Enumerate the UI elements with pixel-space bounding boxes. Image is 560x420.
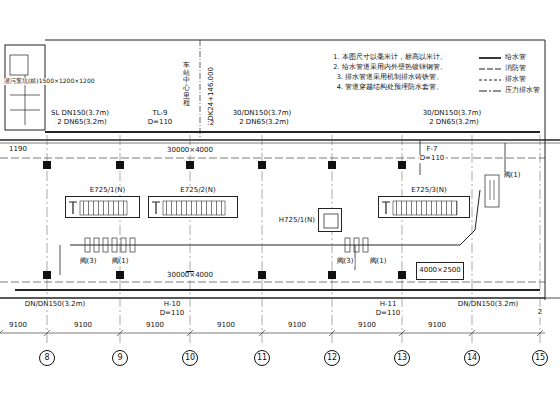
valve-tag: 阀(1) [369,258,388,266]
axis-bubble: 12 [324,350,340,366]
pipe-label: D=110 [375,310,402,318]
pipe-label: D=110 [147,119,174,127]
pipe-label: DN/DN150(3.2m) [457,301,519,309]
axis-number: 9 [117,354,122,363]
room-label: 潜污泵坑(箱)1500×1200×1200 [3,78,96,85]
equipment-box: 4000×2500 [416,262,464,280]
axis-number: 8 [44,354,49,363]
legend-text: 排水管 [505,75,526,84]
axis-bubble: 9 [112,350,128,366]
pipe-label: SL DN150(3.7m) [50,110,110,118]
legend-text: 压力排水管 [505,86,540,95]
equipment-tag: E725/3(N) [410,187,447,195]
axis-number: 11 [257,354,267,363]
escalator: E725/3(N) [378,196,470,218]
note: 4. 管道穿越结构处预埋防水套管。 [336,84,444,91]
equipment-tag: E725/2(N) [179,187,216,195]
escalator: E725/1(N) [65,196,140,218]
pipe-label: 30/DN150(3.7m) [422,110,483,118]
pipe-label: 30000×4000 [166,147,214,155]
dimension: 9100 [8,322,28,330]
legend-line [478,66,502,72]
legend-item: 压力排水管 [478,85,540,96]
pipe-label: 1190 [8,146,28,154]
escalator-steps [149,197,239,219]
pipe-label: 2 [537,309,543,317]
dimension: 9100 [287,322,307,330]
box-label: 4000×2500 [419,267,461,275]
dimension: 9100 [73,322,93,330]
escalator-steps [66,197,141,219]
pipe-label: 2 [209,120,215,128]
legend-item: 给水管 [478,52,540,63]
pipe-label: D=110 [419,155,446,163]
dimension: 9100 [216,322,236,330]
axis-number: 13 [397,354,407,363]
legend-line [478,88,502,94]
pipe-label: 2 DN65(3.2m) [238,119,290,127]
axis-number: 12 [327,354,337,363]
axis-bubble: 15 [532,350,548,366]
legend-line [478,55,502,61]
equipment-tag: H725/1(N) [278,217,316,225]
axis-bubble: 11 [254,350,270,366]
axis-bubble: 10 [182,350,198,366]
escalator-steps [379,197,471,219]
axis-number: 14 [467,354,477,363]
pipe-label: 2 DN65(3.2m) [56,119,108,127]
dimension: 9100 [357,322,377,330]
elevator-shaft: H725/1(N) [318,208,342,232]
pipe-label: TL-9 [151,110,168,118]
elevator-car [319,209,343,233]
axis-bubble: 14 [464,350,480,366]
dimension: 9100 [427,322,447,330]
pipe-label: 30/DN150(3.7m) [232,110,293,118]
note: 3. 排水管道采用机制排水铸铁管。 [336,74,444,81]
valve-tag: 阀(3) [79,258,98,266]
pipe-label: 2 DN65(3.2m) [428,119,480,127]
pipe-label: D=110 [159,310,186,318]
equipment-tag: E725/1(N) [89,187,126,195]
legend: 给水管消防管排水管压力排水管 [478,52,540,96]
axis-number: 10 [185,354,195,363]
legend-item: 消防管 [478,63,540,74]
valve-tag: 阀(1) [111,258,130,266]
axis-bubble: 13 [394,350,410,366]
legend-item: 排水管 [478,74,540,85]
station-center: 车站中心里程 [182,62,191,108]
pipe-label: 30000×4000 [166,272,214,280]
chainage: YDK24+146.000 [208,66,216,126]
valve-tag: 阀(1) [503,172,522,180]
legend-text: 消防管 [505,64,526,73]
axis-number: 15 [535,354,545,363]
axis-bubble: 8 [39,350,55,366]
note: 2. 给水管道采用内外壁热镀锌钢管。 [332,64,447,71]
pipe-label: H-10 [163,301,182,309]
legend-line [478,77,502,83]
legend-text: 给水管 [505,53,526,62]
pipe-label: H-11 [379,301,398,309]
pipe-label: F-7 [425,146,438,154]
pipe-label: DN/DN150(3.2m) [24,301,86,309]
valve-tag: 阀(3) [336,258,355,266]
dimension: 9100 [145,322,165,330]
note: 1. 本图尺寸以毫米计，标高以米计。 [332,54,447,61]
escalator: E725/2(N) [148,196,238,218]
